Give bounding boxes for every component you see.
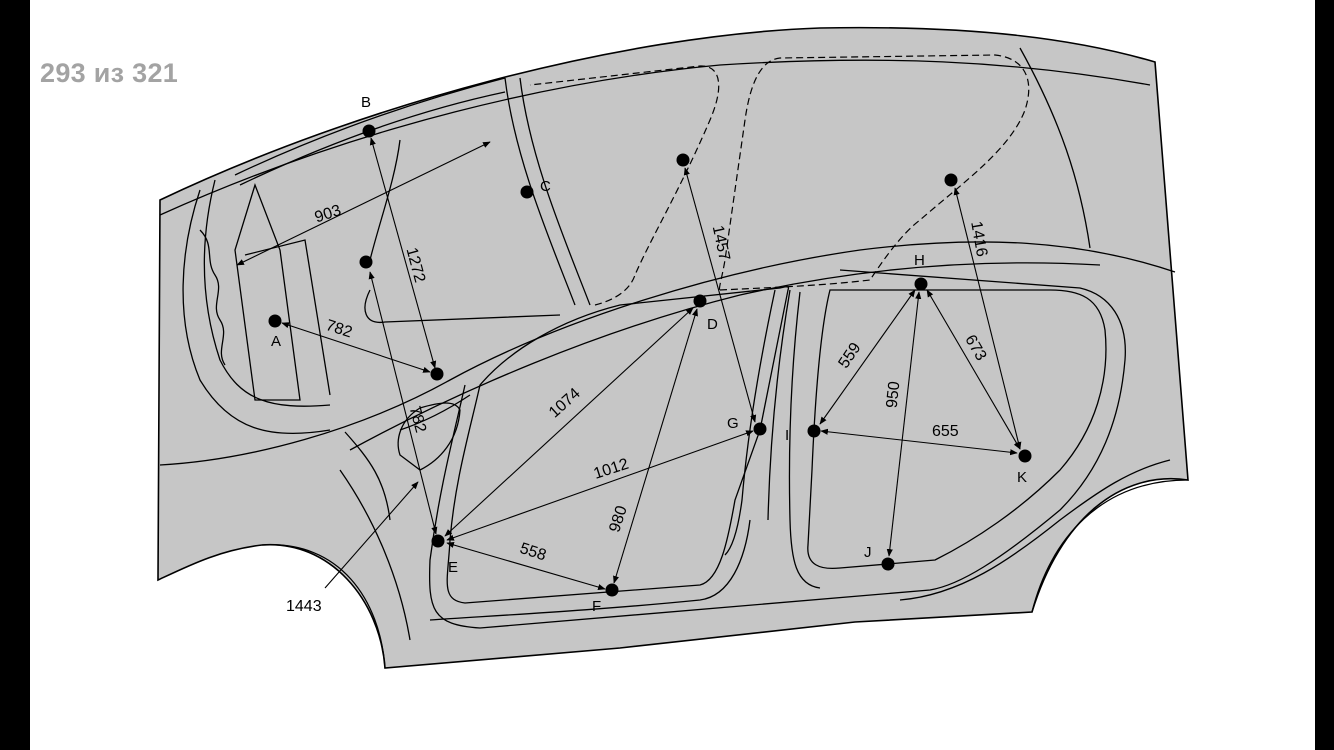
- body-side-panel: [157, 26, 1189, 669]
- point-label-G: G: [727, 415, 739, 432]
- point-label-K: K: [1017, 469, 1027, 486]
- point-A-marker: [268, 314, 282, 328]
- window-point-rear: [944, 173, 958, 187]
- point-H-marker: [914, 277, 928, 291]
- point-J-marker: [881, 557, 895, 571]
- dim-1012-line: [446, 430, 754, 541]
- point-label-A: A: [271, 333, 281, 350]
- point-labels: A B C D E F G H I J K: [271, 94, 1027, 615]
- dim-950-label: 950: [884, 380, 904, 408]
- dim-558-line: [446, 541, 606, 591]
- dim-1443-label: 1443: [286, 598, 322, 615]
- window-outlines: [529, 54, 1030, 306]
- dimension-arrows: [236, 137, 1022, 591]
- dim-903-line: [236, 141, 491, 266]
- dim-782-lower-label: 782: [406, 404, 429, 434]
- window-point-upper-left: [359, 255, 373, 269]
- dim-1457-line: [683, 167, 757, 423]
- point-I-marker: [807, 424, 821, 438]
- point-label-E: E: [448, 559, 458, 576]
- point-label-H: H: [914, 252, 925, 269]
- dim-655-label: 655: [932, 423, 959, 440]
- point-label-I: I: [785, 427, 789, 444]
- car-body-dimension-diagram: A B C D E F G H I J K 903 1272 782 782 1…: [157, 26, 1189, 669]
- point-C-marker: [520, 185, 534, 199]
- dim-655-line: [820, 428, 1018, 456]
- point-label-C: C: [540, 178, 551, 195]
- measurement-points: [268, 124, 1032, 597]
- page-counter: 293 из 321: [40, 58, 179, 88]
- point-label-J: J: [864, 544, 872, 561]
- window-point-front-center: [430, 367, 444, 381]
- point-label-D: D: [707, 316, 718, 333]
- point-E-marker: [431, 534, 445, 548]
- point-G-marker: [753, 422, 767, 436]
- dim-1416-label: 1416: [967, 220, 990, 258]
- dim-782-lower-line: [368, 271, 438, 535]
- dim-673-line: [926, 289, 1021, 450]
- point-label-F: F: [592, 598, 601, 615]
- point-F-marker: [605, 583, 619, 597]
- window-point-D-top: [676, 153, 690, 167]
- dim-950-line: [886, 291, 922, 557]
- dim-980-line: [613, 308, 698, 584]
- point-D-marker: [693, 294, 707, 308]
- point-label-B: B: [361, 94, 371, 111]
- dim-1443-leader: [324, 481, 419, 589]
- point-B-marker: [362, 124, 376, 138]
- point-K-marker: [1018, 449, 1032, 463]
- document-page: 293 из 321: [30, 0, 1315, 750]
